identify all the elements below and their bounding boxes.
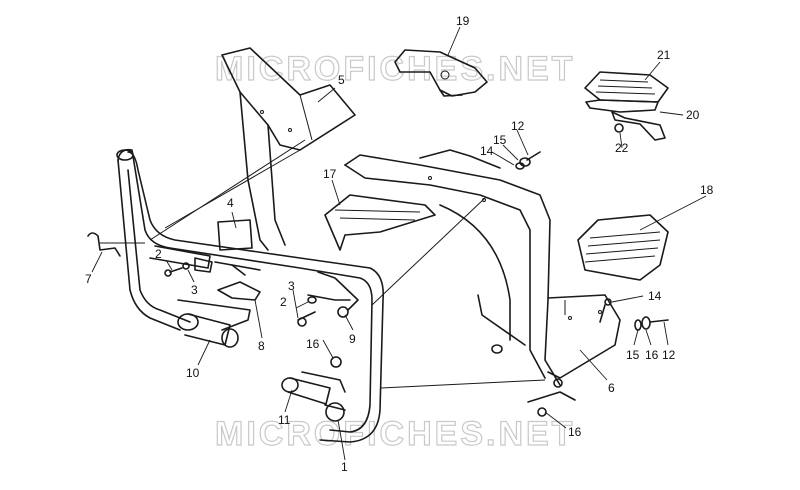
part-8-bracket <box>217 264 261 301</box>
part-20-plate <box>611 111 666 141</box>
callout-3-left: 3 <box>191 283 198 297</box>
callout-10: 10 <box>186 366 200 380</box>
part-11-footpeg <box>281 371 346 422</box>
callout-19: 19 <box>456 14 470 28</box>
callout-leaders <box>91 26 707 461</box>
part-5-bracket <box>221 47 356 251</box>
callout-7: 7 <box>85 272 92 286</box>
callout-20: 20 <box>686 108 700 122</box>
callout-labels: 5 19 21 20 22 12 15 14 17 18 4 7 2 3 8 1… <box>85 14 714 474</box>
callout-5: 5 <box>338 73 345 87</box>
callout-13: 14 <box>648 289 662 303</box>
callout-14-lower: 15 <box>626 348 640 362</box>
watermark-bottom: MICROFICHES.NET <box>215 415 575 453</box>
part-6-bracket <box>547 294 621 379</box>
callout-9: 9 <box>349 332 356 346</box>
part-21-pad <box>584 71 669 113</box>
callout-12-lower: 12 <box>662 348 676 362</box>
part-16-nut-left <box>330 356 342 368</box>
assembly-lines <box>100 139 546 389</box>
callout-4: 4 <box>227 196 234 210</box>
callout-6: 6 <box>608 381 615 395</box>
part-16-clip-right <box>527 378 576 417</box>
callout-3-mid: 3 <box>288 279 295 293</box>
part-17-plate <box>324 194 436 251</box>
callout-14-upper: 14 <box>480 144 494 158</box>
part-10-footpeg <box>177 299 251 348</box>
part-7-bracket <box>87 232 121 257</box>
part-1-crash-bar <box>116 148 385 443</box>
part-22-nut <box>614 123 624 133</box>
link-rod <box>477 294 526 354</box>
fasteners-left <box>164 257 317 327</box>
callout-22: 22 <box>615 141 629 155</box>
fasteners-upper <box>515 151 541 170</box>
callout-12-upper: 12 <box>511 119 525 133</box>
callout-16-left: 16 <box>306 337 320 351</box>
callout-16-right: 16 <box>568 425 582 439</box>
callout-1: 1 <box>341 460 348 474</box>
callout-8: 8 <box>258 339 265 353</box>
fasteners-lower-right <box>634 316 669 331</box>
part-4-plate <box>217 219 253 251</box>
part-18-pad <box>577 214 669 281</box>
central-housing <box>344 149 561 386</box>
callout-15-lower: 16 <box>645 348 659 362</box>
callout-11: 11 <box>278 413 291 427</box>
part-13-bolt <box>599 298 612 323</box>
part-9-bracket <box>307 271 359 318</box>
watermark-top: MICROFICHES.NET <box>215 50 575 88</box>
callout-21: 21 <box>657 48 671 62</box>
callout-15-upper: 15 <box>493 133 507 147</box>
part-19-clamp <box>394 49 488 97</box>
callout-2-left: 2 <box>155 247 162 261</box>
callout-18: 18 <box>700 183 714 197</box>
callout-2-mid: 2 <box>280 295 287 309</box>
callout-17: 17 <box>323 167 337 181</box>
